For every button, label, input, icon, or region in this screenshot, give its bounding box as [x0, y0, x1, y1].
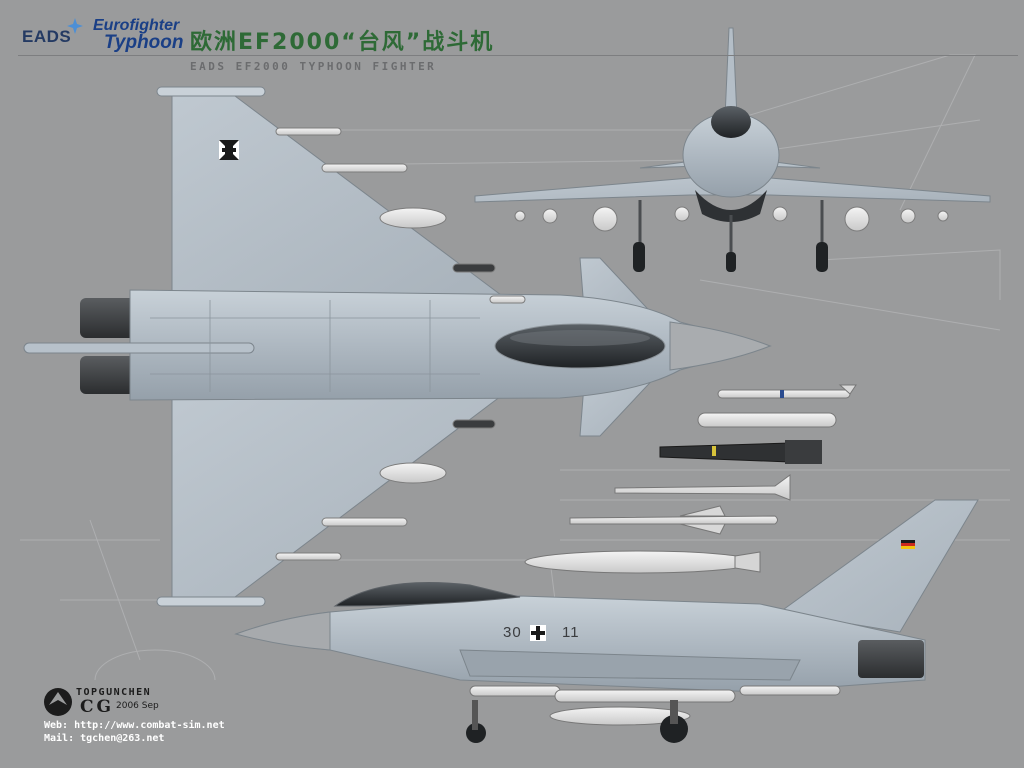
- front-landing-gear: [633, 200, 828, 272]
- poster-title: 欧洲EF2000“台风”战斗机: [190, 30, 495, 55]
- credit-date: 2006 Sep: [116, 701, 159, 711]
- eurofighter-logo-text: Eurofighter: [93, 17, 180, 34]
- credit-brand: TOPGUNCHEN: [76, 687, 152, 698]
- side-code-left: 30: [503, 624, 522, 641]
- fuel-tank-large: [524, 550, 761, 574]
- underwing-stores-top: [275, 127, 526, 561]
- missile-meteor: [717, 384, 857, 399]
- top-view-aircraft: [23, 86, 772, 607]
- front-intake: [695, 190, 767, 222]
- front-stores: [514, 206, 949, 232]
- missile-taurus: [614, 474, 791, 501]
- bomb-dark: [659, 440, 822, 464]
- side-stores: [469, 685, 841, 726]
- tail-spine: [23, 342, 255, 354]
- typhoon-logo-text: Typhoon: [104, 32, 184, 53]
- credit-mail: Mail: tgchen@263.net: [44, 733, 165, 744]
- topgunchen-emblem: [44, 688, 72, 716]
- eads-logo: EADS: [22, 27, 72, 46]
- side-nozzle: [858, 640, 924, 678]
- front-canopy: [711, 106, 751, 138]
- side-view-aircraft: [234, 499, 979, 743]
- wingtip-pod-upper: [156, 86, 266, 97]
- credit-cg: CG: [80, 697, 115, 717]
- nose-cone-top: [669, 321, 772, 371]
- credit-web: Web: http://www.combat-sim.net: [44, 720, 225, 731]
- iron-cross-upper: [219, 140, 239, 160]
- side-landing-gear: [466, 700, 688, 743]
- side-nose: [234, 611, 331, 651]
- side-canopy: [333, 582, 521, 607]
- side-tail-fin: [778, 499, 979, 633]
- missile-storm-shadow: [569, 505, 778, 535]
- wingtip-pod-lower: [156, 596, 266, 607]
- front-view-aircraft: [474, 27, 991, 272]
- header-rule: [18, 55, 1018, 56]
- eurofighter-star-logo: [67, 18, 83, 34]
- aircraft-side-code: 30 11: [503, 624, 580, 641]
- side-code-right: 11: [562, 624, 580, 641]
- weapons-display: [524, 384, 857, 574]
- poster-subtitle: EADS EF2000 TYPHOON FIGHTER: [190, 60, 437, 73]
- fuel-tank-small: [697, 412, 837, 428]
